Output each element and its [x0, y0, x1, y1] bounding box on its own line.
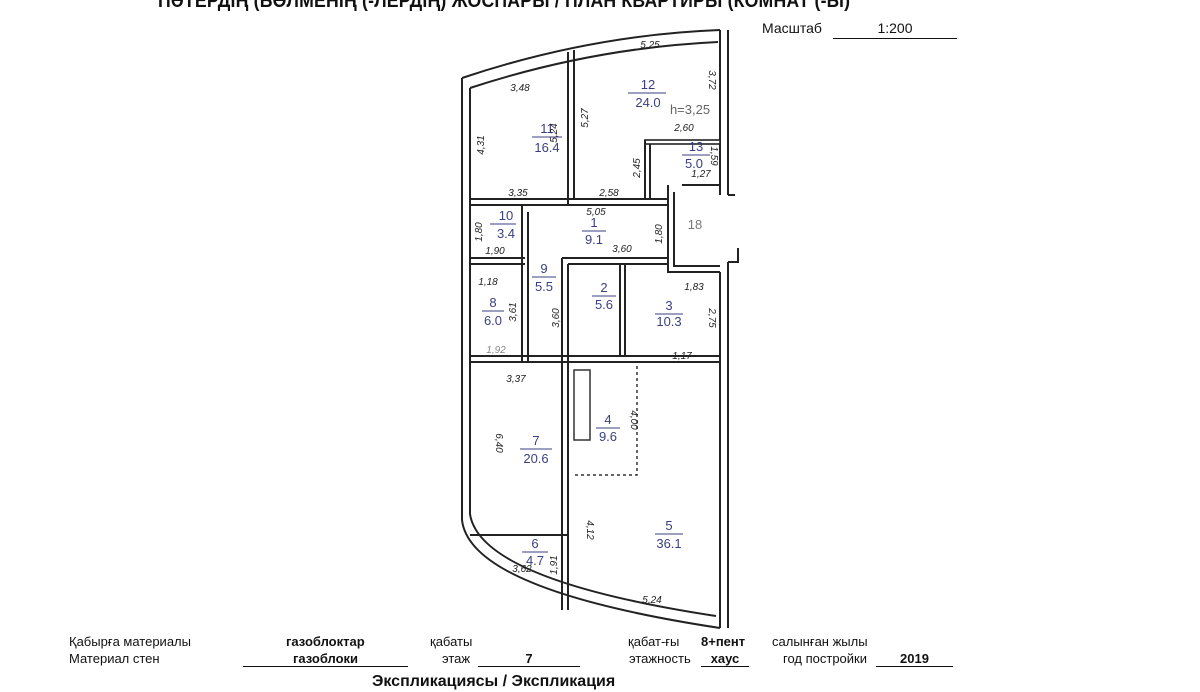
dimension-label: 1,90 — [485, 246, 505, 257]
dimension-label: 1,80 — [654, 224, 665, 244]
dimension-label: 2,60 — [673, 123, 694, 134]
room-7-area: 20.6 — [523, 451, 548, 466]
dimension-label: 3,61 — [508, 302, 519, 321]
room-5-number: 5 — [665, 518, 672, 533]
room-3-number: 3 — [665, 298, 672, 313]
dimension-label: 1,91 — [549, 555, 560, 574]
room-8-number: 8 — [489, 295, 496, 310]
year-label-kz: салынған жылы — [772, 634, 868, 649]
dimension-label: 4,12 — [584, 520, 595, 540]
floors-label-ru: этажность — [629, 651, 691, 666]
dimension-label: 5,25 — [640, 40, 660, 51]
year-label-ru: год постройки — [783, 651, 867, 666]
dimension-label: 5,27 — [580, 108, 591, 128]
room-5-area: 36.1 — [656, 536, 681, 551]
explication-heading: Экспликациясы / Экспликация — [372, 673, 616, 690]
room-10-number: 10 — [499, 208, 513, 223]
wall-material-value-kz: газоблоктар — [286, 634, 365, 649]
dimension-label: 3,37 — [506, 374, 526, 385]
floor-value: 7 — [478, 651, 580, 667]
plan-title: ПӘТЕРДІҢ (БӨЛМЕНІҢ (-ЛЕРДІҢ) ЖОСПАРЫ / П… — [158, 0, 851, 12]
room-13-number: 13 — [689, 139, 703, 154]
wall-material-label-kz: Қабырға материалы — [69, 634, 191, 649]
room-7-number: 7 — [532, 433, 539, 448]
year-value: 2019 — [876, 651, 953, 667]
kitchen-stove-icon — [573, 369, 591, 441]
room-4-number: 4 — [604, 412, 611, 427]
room-18-number: 18 — [688, 217, 702, 232]
dimension-label: 1,59 — [708, 146, 719, 166]
scale-label: Масштаб — [762, 20, 822, 36]
room-6-number: 6 — [531, 536, 538, 551]
room-12-number: 12 — [641, 77, 655, 92]
dimension-label: 5,24 — [642, 595, 662, 606]
room-4-area: 9.6 — [599, 429, 617, 444]
dimension-label: 1,80 — [474, 222, 485, 242]
dimension-label: 2,45 — [632, 158, 643, 179]
dimension-label: 5,05 — [586, 207, 606, 218]
room-6-area: 4.7 — [526, 553, 544, 568]
dimension-label: 1,92 — [486, 345, 506, 356]
ceiling-height: h=3,25 — [670, 102, 710, 117]
dimension-label: 2,75 — [706, 307, 717, 328]
dimension-label: 3,35 — [508, 188, 528, 199]
dimension-label: 4,31 — [476, 135, 487, 154]
floors-label-kz: қабат-ғы — [628, 634, 680, 649]
dimension-label: 3,62 — [512, 564, 532, 575]
room-labels: 1 9.1 2 5.6 3 10.3 4 9.6 5 36.1 6 4.7 7 … — [482, 77, 710, 568]
scale-value: 1:200 — [833, 20, 957, 39]
room-13-area: 5.0 — [685, 156, 703, 171]
dimension-label: 3,60 — [612, 244, 632, 255]
dimension-label: 1,27 — [691, 169, 711, 180]
room-2-number: 2 — [600, 280, 607, 295]
dimension-label: 6,40 — [493, 433, 504, 453]
room-2-area: 5.6 — [595, 297, 613, 312]
floors-value-line2: хаус — [701, 651, 749, 667]
floor-label-kz: қабаты — [430, 634, 473, 649]
room-1-area: 9.1 — [585, 232, 603, 247]
dimension-labels: 5,25 3,48 3,72 4,31 5,24 5,27 2,60 2,45 … — [474, 40, 719, 606]
floors-value-line1: 8+пент — [701, 634, 746, 649]
dimension-label: 4,00 — [628, 410, 639, 430]
room-8-area: 6.0 — [484, 313, 502, 328]
room-3-area: 10.3 — [656, 314, 681, 329]
room-1-number: 1 — [590, 215, 597, 230]
room-12-area: 24.0 — [635, 95, 660, 110]
dimension-label: 5,24 — [549, 123, 560, 143]
dimension-label: 3,48 — [510, 83, 530, 94]
dimension-label: 2,58 — [598, 188, 619, 199]
room-9-number: 9 — [540, 261, 547, 276]
dimension-label: 1,17 — [672, 351, 692, 362]
room-11-area: 16.4 — [534, 140, 559, 155]
outer-walls — [461, 29, 739, 629]
dimension-label: 1,18 — [478, 277, 498, 288]
room-10-area: 3.4 — [497, 226, 515, 241]
dimension-label: 1,83 — [684, 282, 704, 293]
room-9-area: 5.5 — [535, 279, 553, 294]
floor-label-ru: этаж — [442, 651, 471, 666]
wall-material-label-ru: Материал стен — [69, 651, 160, 666]
wall-material-value-ru: газоблоки — [243, 651, 408, 667]
dimension-label: 3,72 — [706, 70, 717, 90]
room-11-number: 11 — [540, 121, 554, 136]
dimension-label: 3,60 — [551, 308, 562, 328]
interior-walls — [470, 50, 721, 610]
